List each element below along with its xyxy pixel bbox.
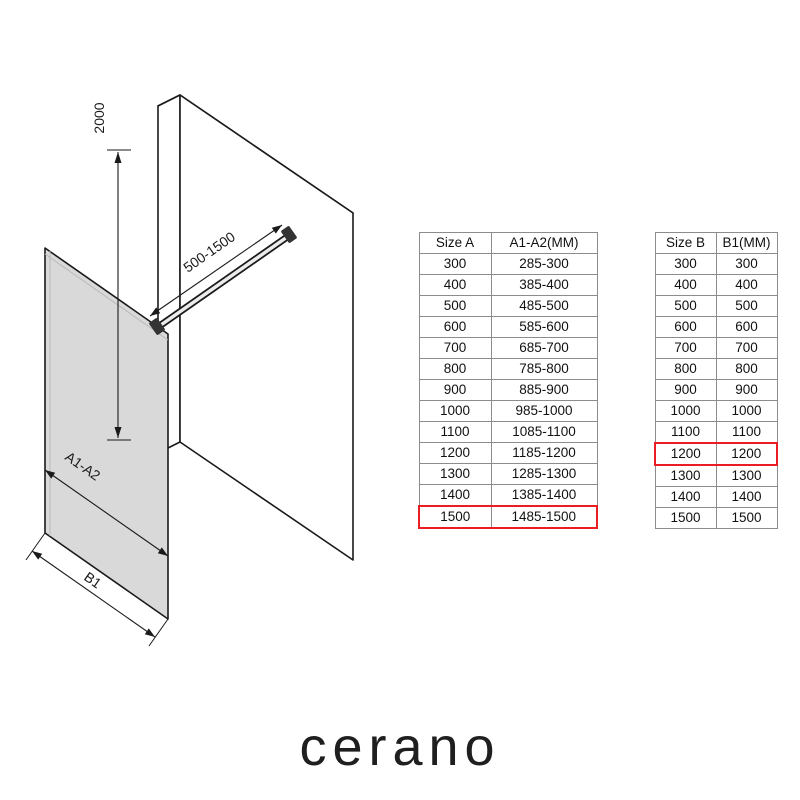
- table-cell: 1085-1100: [490, 421, 598, 443]
- table-cell: 1100: [418, 421, 492, 443]
- support-bar: [149, 226, 297, 335]
- wall: [157, 94, 354, 561]
- table-cell: 700: [654, 337, 717, 359]
- table-cell: 300: [418, 253, 492, 275]
- table-cell: 385-400: [490, 274, 598, 296]
- table-cell: 800: [654, 358, 717, 380]
- glass-clamp: [149, 318, 165, 335]
- table-cell: 1200: [715, 442, 778, 466]
- table-cell: 400: [715, 274, 778, 296]
- table-cell: 600: [715, 316, 778, 338]
- table-cell: 1500: [715, 507, 778, 529]
- table-cell: 1000: [715, 400, 778, 422]
- table-cell: 1300: [715, 464, 778, 487]
- table-cell: 900: [418, 379, 492, 401]
- table-cell: 1500: [418, 505, 492, 529]
- wall-front-face: [179, 94, 354, 561]
- table-cell: 1000: [654, 400, 717, 422]
- table-cell: 1100: [715, 421, 778, 444]
- table-cell: 1300: [654, 464, 717, 487]
- table-cell: 400: [654, 274, 717, 296]
- column-header: A1-A2(MM): [490, 232, 598, 254]
- table-cell: 1185-1200: [490, 442, 598, 464]
- table-cell: 600: [418, 316, 492, 338]
- table-cell: 800: [715, 358, 778, 380]
- wall-bracket: [281, 226, 297, 243]
- table-cell: 300: [715, 253, 778, 275]
- table-cell: 1285-1300: [490, 463, 598, 485]
- table-cell: 785-800: [490, 358, 598, 380]
- table-cell: 985-1000: [490, 400, 598, 422]
- table-cell: 1400: [715, 486, 778, 508]
- table-cell: 700: [418, 337, 492, 359]
- table-cell: 1300: [418, 463, 492, 485]
- table-cell: 500: [715, 295, 778, 317]
- glass-edge-top: [44, 253, 169, 341]
- table-cell: 1200: [654, 442, 717, 466]
- table-cell: 1385-1400: [490, 484, 598, 507]
- dim-height-label: 2000: [91, 102, 107, 133]
- table-cell: 1100: [654, 421, 717, 444]
- table-cell: 685-700: [490, 337, 598, 359]
- table-cell: 285-300: [490, 253, 598, 275]
- table-cell: 500: [418, 295, 492, 317]
- table-cell: 700: [715, 337, 778, 359]
- table-cell: 900: [715, 379, 778, 401]
- table-cell: 800: [418, 358, 492, 380]
- table-cell: 500: [654, 295, 717, 317]
- table-cell: 600: [654, 316, 717, 338]
- column-header: Size A: [418, 232, 492, 254]
- glass-panel: [44, 247, 169, 620]
- column-header: Size B: [654, 232, 717, 254]
- table-cell: 1400: [418, 484, 492, 507]
- table-cell: 300: [654, 253, 717, 275]
- support-bar-highlight: [156, 233, 292, 329]
- table-cell: 1400: [654, 486, 717, 508]
- brand-logo: cerano: [299, 717, 501, 777]
- table-cell: 1000: [418, 400, 492, 422]
- dimension-diagram: 2000 500-1500 A1-A2 B1: [25, 94, 354, 647]
- table-cell: 400: [418, 274, 492, 296]
- table-cell: 885-900: [490, 379, 598, 401]
- table-cell: 900: [654, 379, 717, 401]
- column-header: B1(MM): [715, 232, 778, 254]
- table-cell: 1500: [654, 507, 717, 529]
- table-cell: 1485-1500: [490, 505, 598, 529]
- dim-height: 2000: [91, 102, 131, 441]
- table-cell: 485-500: [490, 295, 598, 317]
- table-cell: 585-600: [490, 316, 598, 338]
- table-cell: 1200: [418, 442, 492, 464]
